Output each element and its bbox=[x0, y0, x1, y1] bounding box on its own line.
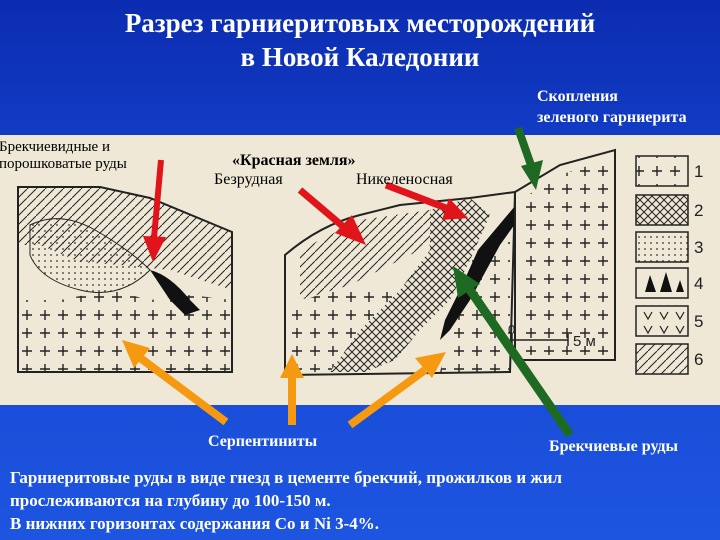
label-green-clusters: Скопления зеленого гарниерита bbox=[537, 86, 687, 128]
label-breccia-powder-line-1: Брекчиевидные и bbox=[0, 139, 110, 155]
legend-box-6 bbox=[635, 343, 689, 375]
legend-box-2 bbox=[635, 194, 689, 226]
label-barren: Безрудная bbox=[214, 171, 283, 188]
legend-box-5 bbox=[635, 305, 689, 337]
scale-zero-text: 0 bbox=[508, 322, 515, 337]
title-line-2: в Новой Каледонии bbox=[240, 42, 480, 72]
red-arrows bbox=[143, 159, 468, 262]
summary-line-3: В нижних горизонтах содержания Co и Ni 3… bbox=[10, 514, 379, 533]
label-serpentinites: Серпентиниты bbox=[208, 433, 318, 450]
legend: 1 2 3 4 5 6 bbox=[635, 155, 703, 375]
label-breccia-ores: Брекчиевые руды bbox=[549, 438, 679, 455]
legend-box-3 bbox=[635, 231, 689, 263]
label-nickel-bearing: Никеленосная bbox=[356, 171, 453, 188]
label-green-clusters-line-1: Скопления bbox=[537, 88, 618, 105]
green-arrow-breccia-ores bbox=[466, 287, 574, 438]
orange-arrows bbox=[122, 340, 446, 429]
summary-text: Гарниеритовые руды в виде гнезд в цемент… bbox=[10, 466, 715, 535]
scale-bar: 0 5 м bbox=[508, 322, 596, 350]
slide-title: Разрез гарниеритовых месторождений в Нов… bbox=[0, 6, 720, 74]
label-breccia-powder: Брекчиевидные и порошковатые руды bbox=[0, 139, 127, 173]
right-section-block bbox=[514, 148, 616, 361]
legend-box-1 bbox=[635, 155, 689, 187]
legend-number-6: 6 bbox=[694, 350, 703, 369]
green-arrows bbox=[453, 126, 574, 438]
title-line-1: Разрез гарниеритовых месторождений bbox=[124, 8, 596, 38]
red-arrow-nickel bbox=[384, 181, 448, 212]
scale-label-text: 5 м bbox=[573, 333, 596, 350]
red-arrow-barren bbox=[297, 187, 349, 232]
summary-line-1: Гарниеритовые руды в виде гнезд в цемент… bbox=[10, 468, 563, 487]
orange-arrow-right bbox=[347, 366, 428, 429]
red-arrow-breccia bbox=[151, 159, 164, 239]
orange-arrow-left bbox=[136, 353, 229, 426]
left-section-block bbox=[17, 186, 233, 373]
legend-number-5: 5 bbox=[694, 312, 703, 331]
green-arrow-clusters bbox=[514, 126, 536, 170]
legend-number-3: 3 bbox=[694, 238, 703, 257]
legend-number-4: 4 bbox=[694, 274, 703, 293]
legend-number-2: 2 bbox=[694, 201, 703, 220]
legend-number-1: 1 bbox=[694, 162, 703, 181]
middle-section-block bbox=[284, 190, 525, 377]
label-red-earth: «Красная земля» bbox=[232, 152, 356, 169]
label-green-clusters-line-2: зеленого гарниерита bbox=[537, 109, 687, 126]
summary-line-2: прослеживаются на глубину до 100-150 м. bbox=[10, 491, 331, 510]
label-breccia-powder-line-2: порошковатые руды bbox=[0, 156, 127, 172]
